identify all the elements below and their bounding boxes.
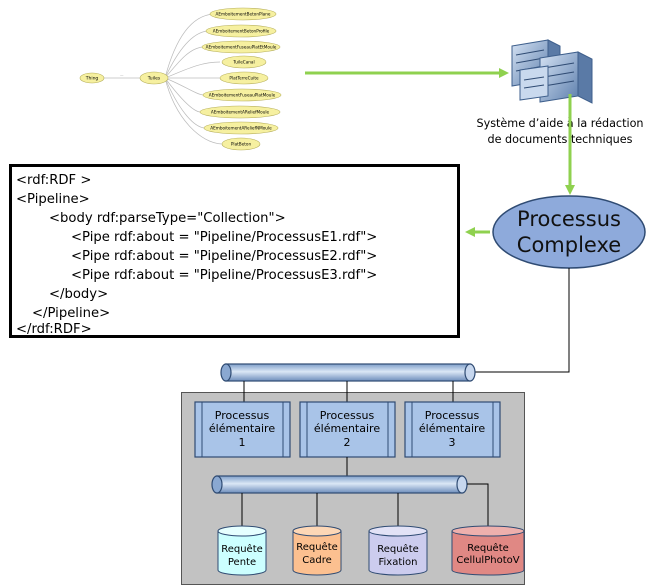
ontology-child-label: AEmboitementBetonPlane bbox=[216, 12, 271, 17]
request-db-pente: Requête Pente bbox=[217, 525, 267, 576]
system-caption-line1: Système d’aide à la rédaction bbox=[476, 117, 644, 130]
request-db-cadre: Requête Cadre bbox=[292, 525, 342, 576]
svg-text:élémentaire: élémentaire bbox=[419, 422, 485, 435]
ontology-child-label: AEmboitementFuseauPlatMoule bbox=[209, 93, 276, 98]
svg-text:Processus: Processus bbox=[425, 409, 480, 422]
xml-line: <Pipe rdf:about = "Pipeline/ProcessusE2.… bbox=[71, 249, 378, 264]
svg-text:élémentaire: élémentaire bbox=[314, 422, 380, 435]
process-to-pipeline-connector bbox=[474, 268, 570, 373]
ontology-child-label: AEmboitementAReliefMoule bbox=[211, 110, 270, 115]
svg-text:—: — bbox=[120, 73, 124, 77]
xml-line: </Pipeline> bbox=[32, 306, 111, 321]
request-db-cellulphotov: Requête CellulPhotoV bbox=[451, 525, 525, 576]
svg-text:Requête: Requête bbox=[467, 542, 509, 554]
bottom-pipe bbox=[211, 475, 468, 494]
xml-line: <rdf:RDF > bbox=[16, 173, 92, 188]
ontology-child-label: AEmboitementFuseauPlatEtMoule bbox=[206, 45, 277, 50]
svg-text:Processus: Processus bbox=[215, 409, 270, 422]
ontology-child-label: PlatBeton bbox=[231, 142, 252, 147]
xml-line: <Pipeline> bbox=[16, 192, 90, 207]
svg-text:3: 3 bbox=[449, 436, 456, 449]
elementary-process-1: Processus élémentaire 1 bbox=[194, 401, 291, 458]
xml-line: </body> bbox=[49, 287, 109, 302]
elementary-process-3: Processus élémentaire 3 bbox=[404, 401, 501, 458]
xml-line: </rdf:RDF> bbox=[16, 322, 92, 337]
svg-text:élémentaire: élémentaire bbox=[209, 422, 275, 435]
ontology-node-thing bbox=[79, 72, 105, 84]
system-caption: Système d’aide à la rédaction de documen… bbox=[462, 116, 658, 148]
request-db-fixation: Requête Fixation bbox=[368, 525, 428, 576]
xml-line: <Pipe rdf:about = "Pipeline/ProcessusE1.… bbox=[71, 230, 378, 245]
svg-text:Requête: Requête bbox=[377, 543, 419, 555]
ontology-child-label: AEmboitementBetonProfile bbox=[213, 29, 270, 34]
ontology-label-tuiles: Tuiles bbox=[147, 76, 161, 82]
ontology-label-thing: Thing bbox=[85, 76, 99, 82]
svg-text:Processus: Processus bbox=[320, 409, 375, 422]
ontology-child-label: PlatTerreCuite bbox=[229, 76, 259, 81]
elementary-process-2: Processus élémentaire 2 bbox=[299, 401, 396, 458]
xml-code-box: <rdf:RDF > <Pipeline> <body rdf:parseTyp… bbox=[9, 164, 460, 338]
ontology-node-tuiles bbox=[139, 71, 169, 85]
ontology-child-label: AEmboitementAReliefNMoule bbox=[210, 126, 272, 131]
top-pipe bbox=[220, 363, 476, 382]
complex-process-label-line2: Complexe bbox=[517, 233, 621, 257]
xml-line: <Pipe rdf:about = "Pipeline/ProcessusE3.… bbox=[71, 268, 378, 283]
svg-text:Cadre: Cadre bbox=[302, 555, 332, 566]
svg-text:Requête: Requête bbox=[296, 541, 338, 553]
svg-text:Requête: Requête bbox=[221, 543, 263, 555]
server-cluster-icon bbox=[511, 39, 593, 104]
complex-process-label-line1: Processus bbox=[517, 207, 621, 231]
svg-text:Pente: Pente bbox=[228, 557, 256, 568]
svg-text:CellulPhotoV: CellulPhotoV bbox=[456, 555, 519, 566]
ontology-graph: — Thing Tuiles AEmboitementBetonPlane AE… bbox=[79, 7, 282, 151]
ontology-child-label: TuileCanal bbox=[232, 60, 254, 65]
svg-text:Fixation: Fixation bbox=[378, 557, 417, 568]
xml-line: <body rdf:parseType="Collection"> bbox=[49, 211, 286, 226]
svg-text:2: 2 bbox=[344, 436, 351, 449]
system-caption-line2: de documents techniques bbox=[487, 133, 633, 146]
svg-text:1: 1 bbox=[239, 436, 246, 449]
